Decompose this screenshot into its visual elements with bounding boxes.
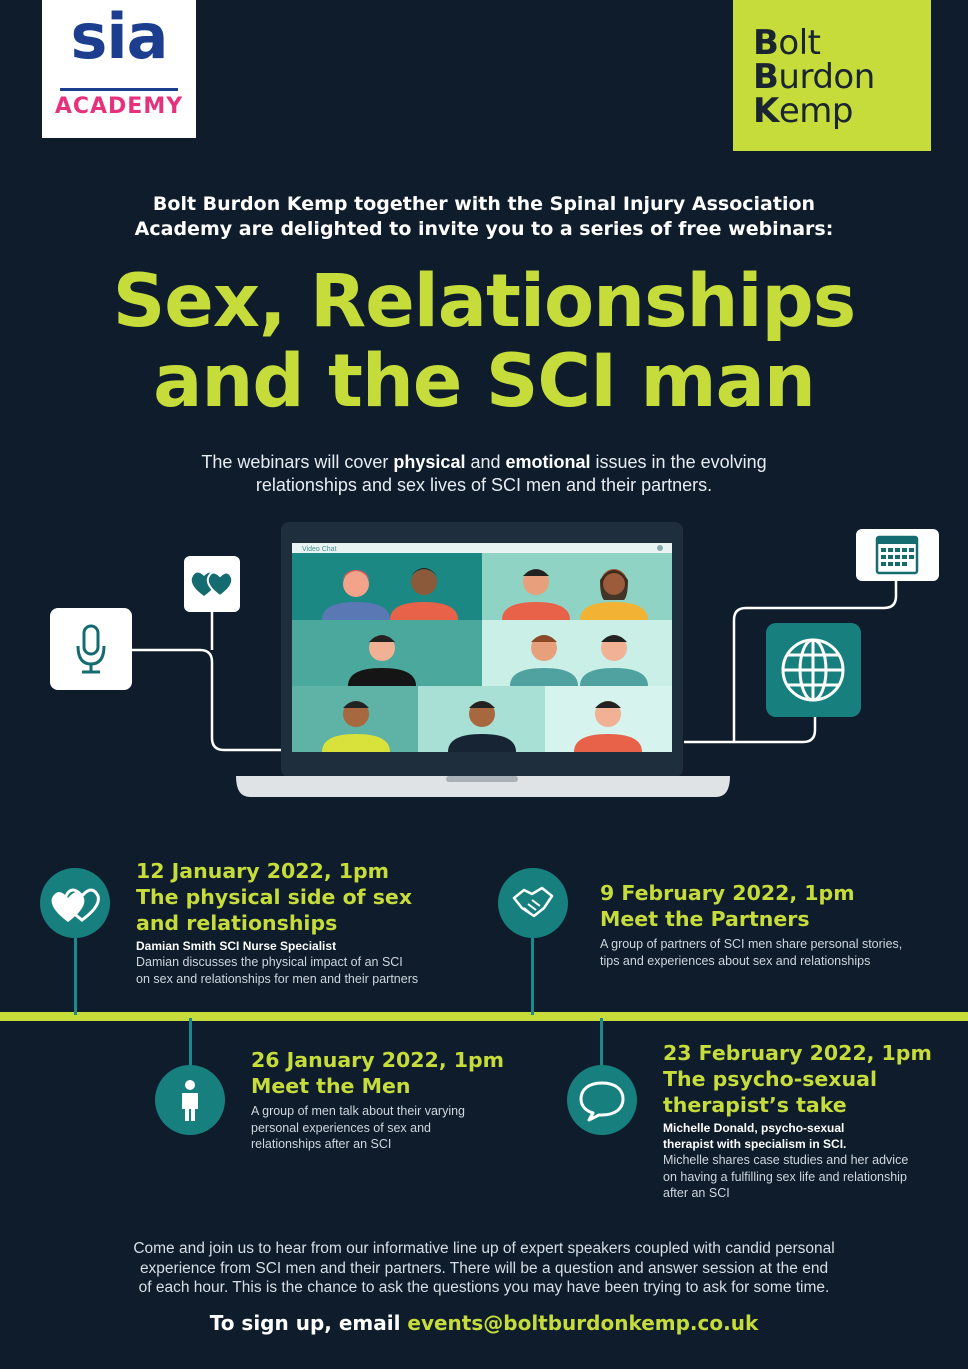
event-date: 23 February 2022, 1pm [663,1041,932,1065]
page-title: Sex, Relationships and the SCI man [0,262,968,422]
event-speaker-line-1: Michelle Donald, psycho-sexual [663,1121,845,1135]
intro-text: Bolt Burdon Kemp together with the Spina… [0,192,968,242]
event-desc-line-3: after an SCI [663,1186,730,1200]
video-chat-title: Video Chat [302,546,337,553]
event-desc-line-1: A group of men talk about their varying [251,1104,466,1118]
event-9-february: 9 February 2022, 1pm Meet the Partners A… [600,880,950,969]
title-line-2: and the SCI man [153,339,816,424]
event-23-february: 23 February 2022, 1pm The psycho-sexual … [663,1040,953,1202]
title-line-1: Sex, Relationships [112,259,857,344]
hearts-icon [40,868,110,938]
event-title-line-1: The psycho-sexual [663,1067,877,1091]
closing-line-1: Come and join us to hear from our inform… [133,1240,835,1257]
bbk-logo-line-1: Bolt [753,23,821,63]
event-desc-line-2: tips and experiences about sex and relat… [600,953,871,968]
laptop: Video Chat [236,522,730,797]
sia-logo-word: sia [70,0,169,73]
event-speaker-line-2: therapist with specialism in SCI. [663,1137,847,1151]
signup-prefix: To sign up, email [209,1311,408,1335]
event-26-january: 26 January 2022, 1pm Meet the Men A grou… [251,1047,551,1153]
bolt-burdon-kemp-logo: Bolt Burdon Kemp [733,0,931,151]
closing-line-3: of each hour. This is the chance to ask … [138,1279,830,1296]
participants [322,568,648,752]
event-speaker: Damian Smith SCI Nurse Specialist [136,939,337,953]
intro-line-2: Academy are delighted to invite you to a… [134,218,834,240]
sia-logo-academy: ACADEMY [54,94,184,119]
bbk-logo-line-3: Kemp [753,91,853,131]
event-title: Meet the Men [251,1074,411,1098]
timeline-stem-3 [189,1018,192,1068]
sia-logo-rule [60,88,178,91]
video-call-illustration: Video Chat [50,522,939,797]
hearts-card-icon [184,556,240,612]
timeline-stem-1 [74,935,77,1015]
event-title-line-1: The physical side of sex [136,885,413,909]
subtitle: The webinars will cover physical and emo… [0,451,968,497]
event-desc-line-2: on having a fulfilling sex life and rela… [663,1169,907,1184]
event-title-line-2: and relationships [136,911,338,935]
timeline-stem-2 [531,935,534,1015]
event-desc-line-1: Michelle shares case studies and her adv… [663,1153,909,1167]
event-desc-line-1: A group of partners of SCI men share per… [600,937,903,951]
bbk-logo-line-2: Burdon [753,57,875,97]
event-date: 9 February 2022, 1pm [600,881,855,905]
sia-academy-logo: sia ACADEMY [42,0,196,138]
closing-line-2: experience from SCI men and their partne… [139,1259,829,1277]
event-12-january: 12 January 2022, 1pm The physical side o… [136,858,476,987]
event-desc-line-2: personal experiences of sex and [251,1120,431,1135]
subtitle-line-1: The webinars will cover physical and emo… [201,452,767,472]
event-date: 26 January 2022, 1pm [251,1048,505,1072]
event-desc-line-1: Damian discusses the physical impact of … [136,955,403,969]
event-date: 12 January 2022, 1pm [136,859,390,883]
timeline-bar [0,1012,968,1021]
subtitle-line-2: relationships and sex lives of SCI men a… [255,475,713,495]
signup-line: To sign up, email events@boltburdonkemp.… [0,1311,968,1335]
handshake-icon [498,868,568,938]
event-title: Meet the Partners [600,907,810,931]
person-icon [155,1065,225,1135]
timeline-stem-4 [600,1018,603,1068]
microphone-icon [50,608,132,690]
event-desc-line-2: on sex and relationships for men and the… [136,971,419,986]
closing-paragraph: Come and join us to hear from our inform… [60,1239,908,1298]
signup-email-link[interactable]: events@boltburdonkemp.co.uk [407,1311,759,1335]
speech-bubble-icon [567,1065,637,1135]
connector-lines [130,580,898,752]
event-desc-line-3: relationships after an SCI [251,1137,392,1151]
event-title-line-2: therapist’s take [663,1093,847,1117]
calendar-icon [856,529,939,581]
intro-line-1: Bolt Burdon Kemp together with the Spina… [152,193,816,215]
globe-icon [766,623,861,717]
